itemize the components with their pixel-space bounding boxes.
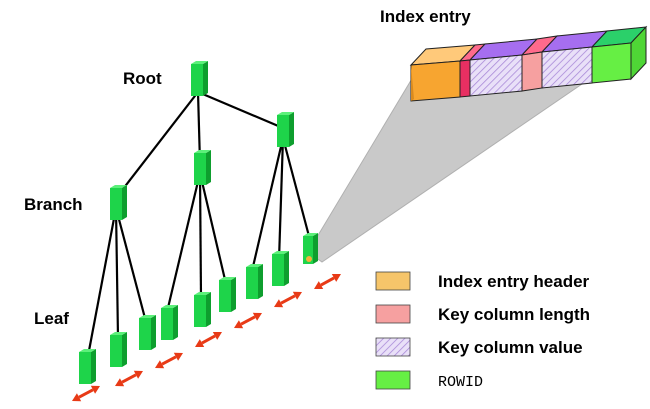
index-entry-title: Index entry bbox=[380, 7, 471, 26]
leaf-link-arrow-4 bbox=[195, 331, 222, 348]
branch-node-1 bbox=[110, 185, 127, 220]
leaf-node-5 bbox=[194, 292, 211, 327]
entry-key-length-segment-1 bbox=[458, 43, 487, 98]
root-node bbox=[191, 61, 208, 96]
leaf-link-arrow-7 bbox=[314, 273, 341, 290]
legend-swatch bbox=[375, 370, 411, 390]
leaf-link-arrow-6 bbox=[274, 291, 302, 308]
legend-item-3: Key column value bbox=[375, 337, 583, 357]
legend-label: ROWID bbox=[438, 374, 483, 391]
legend-label: Key column value bbox=[438, 338, 583, 357]
leaf-link-arrow-3 bbox=[155, 352, 183, 369]
entry-key-length-segment-2 bbox=[520, 35, 559, 92]
legend-swatch bbox=[375, 271, 411, 291]
zoom-origin-dot bbox=[306, 256, 312, 262]
entry-key-value-segment-1 bbox=[468, 38, 539, 97]
legend-label: Index entry header bbox=[438, 272, 590, 291]
branch-node-2 bbox=[194, 150, 211, 185]
leaf-node-6 bbox=[219, 277, 236, 312]
leaf-node-3 bbox=[139, 315, 156, 350]
leaf-node-8 bbox=[272, 251, 289, 286]
legend-item-4: ROWID bbox=[375, 370, 483, 391]
entry-rowid-segment bbox=[590, 26, 648, 84]
tree-edges bbox=[86, 90, 312, 357]
leaf-link-arrows bbox=[72, 273, 341, 402]
leaf-node-7 bbox=[246, 264, 263, 299]
leaf-label: Leaf bbox=[34, 309, 69, 328]
leaf-link-arrow-1 bbox=[72, 385, 100, 402]
legend-swatch bbox=[375, 337, 411, 357]
legend-item-2: Key column length bbox=[375, 304, 590, 324]
entry-bar-end-face bbox=[630, 25, 647, 81]
branch-node-3 bbox=[277, 112, 294, 147]
legend-swatch bbox=[375, 304, 411, 324]
entry-bar-left-edge bbox=[411, 65, 414, 101]
entry-header-segment bbox=[409, 44, 477, 102]
legend-item-1: Index entry header bbox=[375, 271, 590, 291]
leaf-link-arrow-5 bbox=[234, 312, 262, 329]
branch-label: Branch bbox=[24, 195, 83, 214]
legend-label: Key column length bbox=[438, 305, 590, 324]
leaf-node-1 bbox=[79, 349, 96, 384]
tree-nodes bbox=[79, 61, 318, 384]
leaf-node-9 bbox=[303, 233, 318, 264]
index-entry-bar bbox=[409, 25, 648, 102]
leaf-node-4 bbox=[161, 305, 178, 340]
root-label: Root bbox=[123, 69, 162, 88]
leaf-link-arrow-2 bbox=[115, 370, 143, 387]
leaf-node-2 bbox=[110, 332, 127, 367]
